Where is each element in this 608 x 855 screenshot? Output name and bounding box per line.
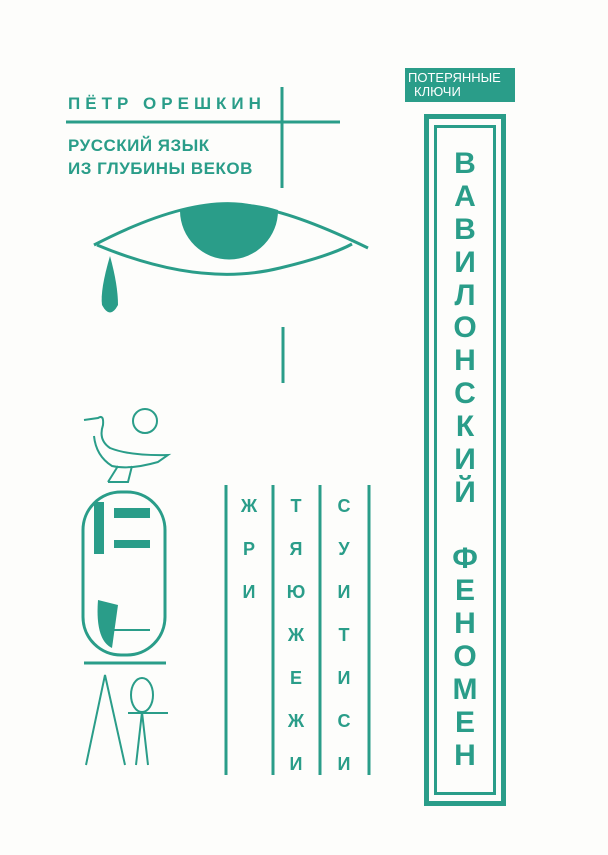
- column-letter: Е: [289, 668, 302, 688]
- subtitle-line: РУССКИЙ ЯЗЫК: [68, 136, 210, 155]
- series-badge-line: ПОТЕРЯННЫЕ: [408, 70, 501, 85]
- column-letter: У: [338, 539, 350, 559]
- title-letter: О: [453, 640, 477, 674]
- column-letter: И: [242, 582, 256, 602]
- ankh-icon: [128, 677, 168, 766]
- title-letter: В: [454, 147, 476, 180]
- column-letter: Т: [338, 625, 350, 645]
- title-letter: Н: [454, 607, 476, 641]
- title-letter: Н: [454, 738, 476, 772]
- title-letter: К: [455, 410, 475, 443]
- title-letter: И: [454, 442, 476, 476]
- duck-icon: [83, 415, 172, 483]
- title-letter: М: [452, 673, 478, 706]
- tear-drop-icon: [101, 256, 118, 313]
- column-letter: Т: [290, 496, 302, 516]
- column-letter: Я: [289, 539, 303, 559]
- title-letter: С: [454, 377, 476, 411]
- column-letter: И: [289, 754, 303, 774]
- column-letter: С: [337, 496, 351, 516]
- sun-disc-icon: [132, 408, 158, 434]
- title-letter: О: [453, 311, 477, 345]
- letter-column-3: С У И Т И С И: [321, 488, 367, 789]
- title-letter: И: [454, 245, 476, 279]
- title-letter: Е: [454, 574, 475, 608]
- column-letter: Ж: [240, 496, 258, 516]
- column-letter: Ж: [287, 625, 305, 645]
- pyramid-icon: [85, 674, 126, 766]
- letter-column-2: Т Я Ю Ж Е Ж И: [273, 488, 319, 789]
- column-letter: Р: [242, 539, 255, 559]
- letter-column-1: Ж Р И: [226, 488, 272, 617]
- series-badge: ПОТЕРЯННЫЕ КЛЮЧИ: [405, 68, 515, 102]
- book-subtitle: РУССКИЙ ЯЗЫК ИЗ ГЛУБИНЫ ВЕКОВ: [68, 134, 253, 180]
- column-letter: И: [337, 754, 351, 774]
- pupil-icon: [180, 203, 279, 260]
- column-letter: Ю: [286, 582, 306, 602]
- title-letter: В: [454, 212, 476, 246]
- author-name: ПЁТР ОРЕШКИН: [68, 94, 266, 113]
- title-letter: [461, 511, 469, 541]
- title-letter: Н: [454, 344, 476, 378]
- title-letter: А: [454, 179, 476, 213]
- column-letter: И: [337, 582, 351, 602]
- subtitle-line: ИЗ ГЛУБИНЫ ВЕКОВ: [68, 159, 253, 178]
- cartouche-icon: [81, 490, 167, 665]
- column-letter: Ж: [287, 711, 305, 731]
- column-letter: С: [337, 711, 351, 731]
- title-letter: Е: [454, 705, 475, 739]
- title-letter: Й: [454, 475, 476, 509]
- title-letter: Л: [454, 278, 476, 312]
- series-badge-line: КЛЮЧИ: [414, 84, 461, 99]
- title-letter: Ф: [452, 541, 478, 575]
- column-letter: И: [337, 668, 351, 688]
